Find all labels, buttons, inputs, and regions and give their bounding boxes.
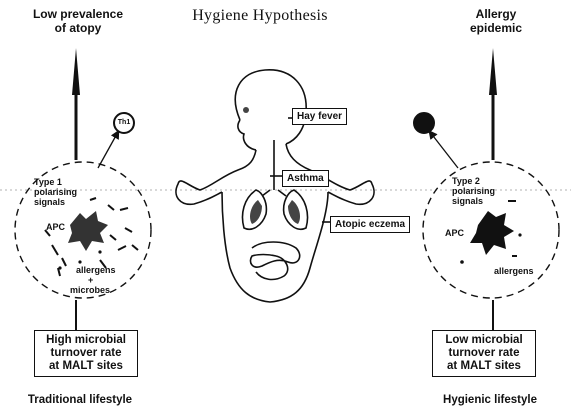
child-head [235, 70, 306, 144]
left-spike [72, 48, 80, 95]
right-spike [489, 48, 497, 95]
left-plus-label: + [88, 275, 93, 285]
right-box-line3: at MALT sites [437, 360, 531, 373]
right-header-line2: epidemic [446, 21, 546, 35]
left-info-box: High microbial turnover rate at MALT sit… [34, 330, 138, 377]
left-signal-text: Type 1 polarising signals [34, 177, 77, 207]
right-signal-line3: signals [452, 196, 495, 206]
left-header: Low prevalence of atopy [18, 7, 138, 35]
right-signal-text: Type 2 polarising signals [452, 176, 495, 206]
child-face [238, 120, 256, 150]
child-figure [176, 70, 374, 302]
left-signal-line3: signals [34, 197, 77, 207]
asthma-label: Asthma [282, 170, 329, 187]
child-left-arm [176, 150, 256, 204]
atopic-eczema-label: Atopic eczema [330, 216, 410, 233]
right-box-line2: turnover rate [437, 347, 531, 360]
right-signal-line2: polarising [452, 186, 495, 196]
right-footer: Hygienic lifestyle [420, 394, 560, 406]
right-apc-cell [470, 211, 514, 255]
left-apc-label: APC [46, 222, 65, 232]
left-footer: Traditional lifestyle [10, 394, 150, 406]
left-box-line3: at MALT sites [39, 360, 133, 373]
diagram-title: Hygiene Hypothesis [160, 7, 360, 25]
left-header-line2: of atopy [18, 21, 138, 35]
left-microbes-label: microbes [70, 285, 110, 295]
right-box-line1: Low microbial [437, 334, 531, 347]
left-apc-cell [68, 211, 108, 251]
left-signal-line2: polarising [34, 187, 77, 197]
right-header: Allergy epidemic [446, 7, 546, 35]
th2-cell [414, 113, 434, 133]
right-header-line1: Allergy [446, 7, 546, 21]
left-box-line2: turnover rate [39, 347, 133, 360]
right-signal-line1: Type 2 [452, 176, 495, 186]
left-allergens-label: allergens [76, 265, 116, 275]
right-apc-label: APC [445, 228, 464, 238]
right-info-box: Low microbial turnover rate at MALT site… [432, 330, 536, 377]
hay-fever-label: Hay fever [292, 108, 347, 125]
child-torso [222, 192, 328, 302]
th1-label: Th1 [114, 118, 134, 128]
right-allergens-label: allergens [494, 266, 534, 276]
left-arrow [98, 132, 118, 168]
child-intestines [250, 242, 299, 279]
left-signal-line1: Type 1 [34, 177, 77, 187]
child-trachea [262, 140, 286, 196]
left-header-line1: Low prevalence [18, 7, 138, 21]
right-arrow [430, 132, 458, 168]
left-box-line1: High microbial [39, 334, 133, 347]
